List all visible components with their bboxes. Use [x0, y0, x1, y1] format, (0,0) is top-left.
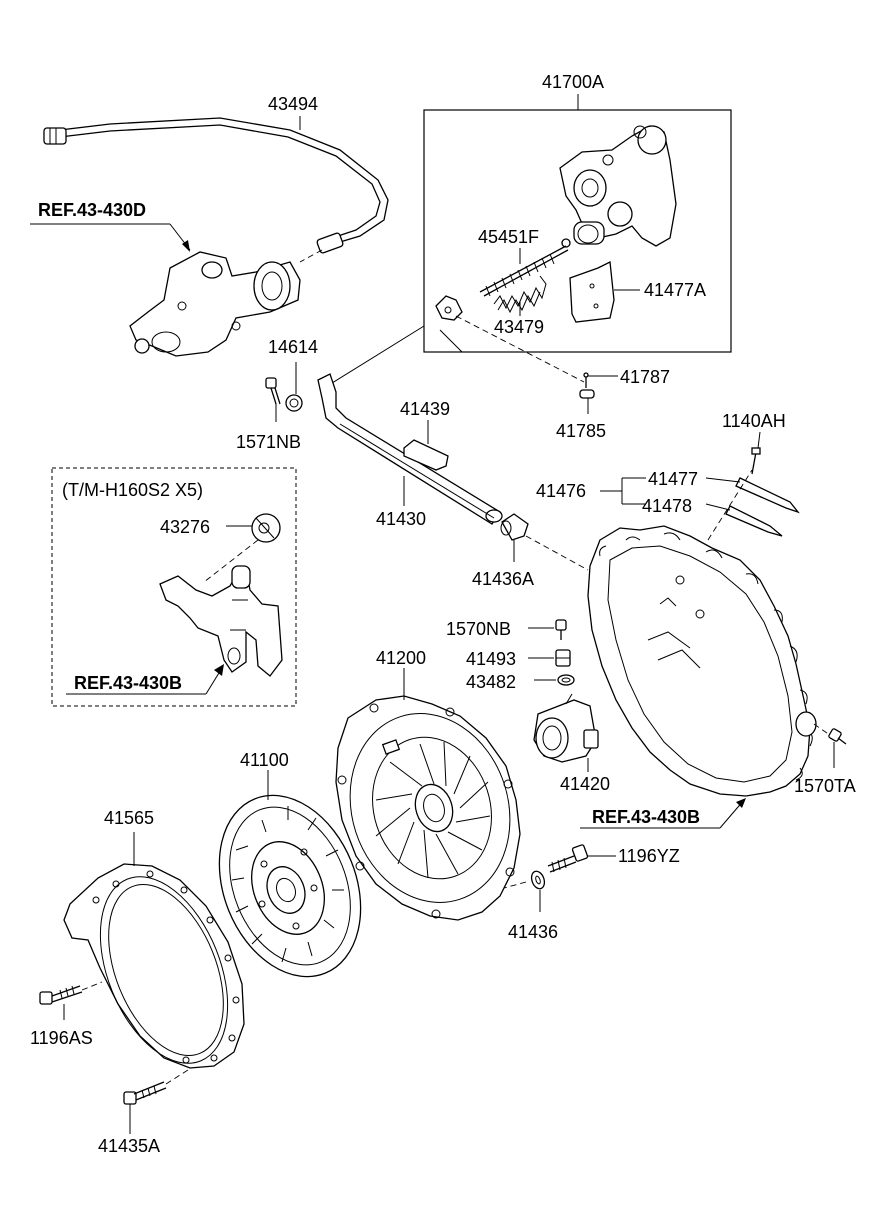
release-cylinder-assembly — [559, 125, 677, 248]
clip-41477 — [735, 477, 800, 514]
label-41565: 41565 — [104, 808, 154, 828]
label-1196YZ: 1196YZ — [618, 846, 680, 866]
label-41100: 41100 — [240, 750, 289, 770]
washer-43482 — [557, 674, 575, 686]
key-41439 — [403, 439, 449, 471]
ref-43-430D: REF.43-430D — [38, 200, 146, 220]
ref-43-430B-inset: REF.43-430B — [74, 673, 182, 693]
bolt-1196YZ — [547, 844, 589, 873]
washer-41436 — [530, 870, 546, 890]
bell-housing — [587, 525, 817, 797]
label-1196AS: 1196AS — [30, 1028, 93, 1048]
label-41200: 41200 — [376, 648, 426, 668]
nipple-41493 — [555, 649, 571, 667]
label-1570NB: 1570NB — [446, 619, 511, 639]
label-41436A: 41436A — [472, 569, 534, 589]
bracket-clip — [435, 295, 463, 321]
label-41785: 41785 — [556, 421, 606, 441]
bushing-43276 — [251, 513, 281, 543]
label-1570TA: 1570TA — [794, 776, 856, 796]
label-43479: 43479 — [494, 317, 544, 337]
label-41787: 41787 — [620, 367, 670, 387]
label-1571NB: 1571NB — [236, 432, 301, 452]
bolt-1196AS — [39, 985, 83, 1005]
label-45451F: 45451F — [478, 227, 539, 247]
label-41439: 41439 — [400, 399, 450, 419]
pushrod-45451F — [479, 245, 569, 297]
cover-41565 — [63, 863, 245, 1069]
label-41476: 41476 — [536, 481, 586, 501]
bolt-1571NB — [265, 377, 281, 405]
pin-41785 — [579, 389, 595, 399]
master-cylinder — [129, 251, 301, 357]
ref-43-430B-housing: REF.43-430B — [592, 807, 700, 827]
label-14614: 14614 — [268, 337, 318, 357]
washer-14614 — [285, 394, 303, 412]
label-41477A: 41477A — [644, 280, 706, 300]
clutch-hose-43494 — [43, 117, 389, 263]
bolt-1570NB — [555, 619, 567, 640]
label-41493: 41493 — [466, 649, 516, 669]
bushing-41436A — [500, 513, 529, 541]
inset-title: (T/M-H160S2 X5) — [62, 480, 203, 500]
plate-41477A — [569, 260, 615, 323]
label-1140AH: 1140AH — [722, 411, 786, 431]
label-41420: 41420 — [560, 774, 610, 794]
inset-box — [51, 467, 297, 707]
pressure-plate-41200 — [335, 695, 521, 921]
label-43494: 43494 — [268, 94, 318, 114]
label-43276: 43276 — [160, 517, 210, 537]
pin-41787 — [583, 372, 589, 388]
label-43482: 43482 — [466, 672, 516, 692]
inset-fork — [159, 565, 283, 677]
bolt-1140AH — [751, 447, 761, 475]
bolt-1570TA — [828, 728, 847, 745]
bolt-41435A — [123, 1081, 167, 1105]
label-41700A: 41700A — [542, 72, 604, 92]
label-41478: 41478 — [642, 496, 692, 516]
clutch-disc-41100 — [218, 794, 362, 978]
fork-shaft-41430 — [317, 373, 503, 525]
label-41436: 41436 — [508, 922, 558, 942]
label-41477: 41477 — [648, 469, 698, 489]
release-bearing-41420 — [533, 693, 599, 763]
spring-43479 — [493, 275, 547, 314]
label-41435A: 41435A — [98, 1136, 160, 1156]
clip-41478 — [725, 505, 783, 537]
label-41430: 41430 — [376, 509, 426, 529]
